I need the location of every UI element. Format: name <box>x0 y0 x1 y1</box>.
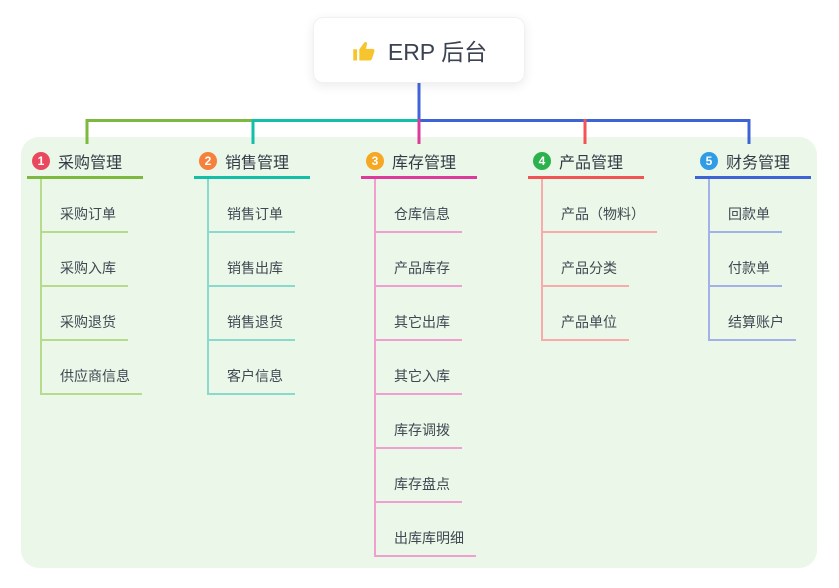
child-node[interactable]: 其它入库 <box>376 341 476 395</box>
child-node[interactable]: 销售退货 <box>209 287 295 341</box>
child-node-label: 供应商信息 <box>42 366 142 395</box>
branch-label: 产品管理 <box>559 154 624 172</box>
child-node-label: 销售退货 <box>209 312 295 341</box>
child-node[interactable]: 库存调拨 <box>376 395 476 449</box>
branch: 1 采购管理 采购订单采购入库采购退货供应商信息 <box>27 148 177 395</box>
child-node-label: 库存盘点 <box>376 474 462 503</box>
child-node-label: 库存调拨 <box>376 420 462 449</box>
branch-label: 采购管理 <box>58 154 123 172</box>
child-node-label: 付款单 <box>710 258 782 287</box>
branch-label: 库存管理 <box>392 154 457 172</box>
child-node[interactable]: 销售订单 <box>209 179 295 233</box>
child-node[interactable]: 供应商信息 <box>42 341 142 395</box>
branch-header[interactable]: 4 产品管理 <box>528 148 644 179</box>
child-node[interactable]: 库存盘点 <box>376 449 476 503</box>
child-node-label: 出库库明细 <box>376 528 476 557</box>
branch: 2 销售管理 销售订单销售出库销售退货客户信息 <box>194 148 344 395</box>
child-node-label: 其它出库 <box>376 312 462 341</box>
branch-header[interactable]: 2 销售管理 <box>194 148 310 179</box>
child-node[interactable]: 产品分类 <box>543 233 657 287</box>
child-node[interactable]: 其它出库 <box>376 287 476 341</box>
child-node-label: 产品库存 <box>376 258 462 287</box>
child-node[interactable]: 客户信息 <box>209 341 295 395</box>
child-node-label: 仓库信息 <box>376 204 462 233</box>
branch: 3 库存管理 仓库信息产品库存其它出库其它入库库存调拨库存盘点出库库明细 <box>361 148 511 557</box>
branch-children: 仓库信息产品库存其它出库其它入库库存调拨库存盘点出库库明细 <box>374 179 476 557</box>
branch: 5 财务管理 回款单付款单结算账户 <box>695 148 839 341</box>
child-node-label: 销售出库 <box>209 258 295 287</box>
child-node[interactable]: 产品库存 <box>376 233 476 287</box>
child-node-label: 采购入库 <box>42 258 128 287</box>
branch-label: 销售管理 <box>225 154 290 172</box>
child-node[interactable]: 采购退货 <box>42 287 142 341</box>
child-node-label: 产品单位 <box>543 312 629 341</box>
branch-header[interactable]: 3 库存管理 <box>361 148 477 179</box>
root-node[interactable]: ERP 后台 <box>313 17 525 83</box>
branch-children: 回款单付款单结算账户 <box>708 179 796 341</box>
branch-number-badge: 4 <box>533 151 551 170</box>
branch-number-badge: 3 <box>366 151 384 170</box>
child-node[interactable]: 回款单 <box>710 179 796 233</box>
thumbs-up-icon <box>353 41 375 60</box>
child-node-label: 客户信息 <box>209 366 295 395</box>
child-node[interactable]: 产品单位 <box>543 287 657 341</box>
branch-children: 产品（物料） 产品分类产品单位 <box>541 179 657 341</box>
branch-children: 采购订单采购入库采购退货供应商信息 <box>40 179 142 395</box>
child-node-label: 销售订单 <box>209 204 295 233</box>
child-node[interactable]: 产品（物料） <box>543 179 657 233</box>
branches-panel <box>21 137 817 568</box>
child-node[interactable]: 出库库明细 <box>376 503 476 557</box>
child-node-label: 采购订单 <box>42 204 128 233</box>
branch-label: 财务管理 <box>726 154 791 172</box>
child-node[interactable]: 结算账户 <box>710 287 796 341</box>
child-node[interactable]: 仓库信息 <box>376 179 476 233</box>
child-node[interactable]: 采购入库 <box>42 233 142 287</box>
child-node-label: 产品（物料） <box>543 204 657 233</box>
child-node-label: 采购退货 <box>42 312 128 341</box>
branch-header[interactable]: 1 采购管理 <box>27 148 143 179</box>
branch-number-badge: 2 <box>199 151 217 170</box>
branch-number-badge: 5 <box>700 151 718 170</box>
child-node-label: 其它入库 <box>376 366 462 395</box>
child-node[interactable]: 采购订单 <box>42 179 142 233</box>
branch-header[interactable]: 5 财务管理 <box>695 148 811 179</box>
child-node-label: 产品分类 <box>543 258 629 287</box>
branch-children: 销售订单销售出库销售退货客户信息 <box>207 179 295 395</box>
child-node-label: 结算账户 <box>710 312 796 341</box>
child-node[interactable]: 销售出库 <box>209 233 295 287</box>
child-node[interactable]: 付款单 <box>710 233 796 287</box>
branch-number-badge: 1 <box>32 151 50 170</box>
branch: 4 产品管理 产品（物料） 产品分类产品单位 <box>528 148 678 341</box>
child-node-label: 回款单 <box>710 204 782 233</box>
root-node-label: ERP 后台 <box>387 39 488 65</box>
